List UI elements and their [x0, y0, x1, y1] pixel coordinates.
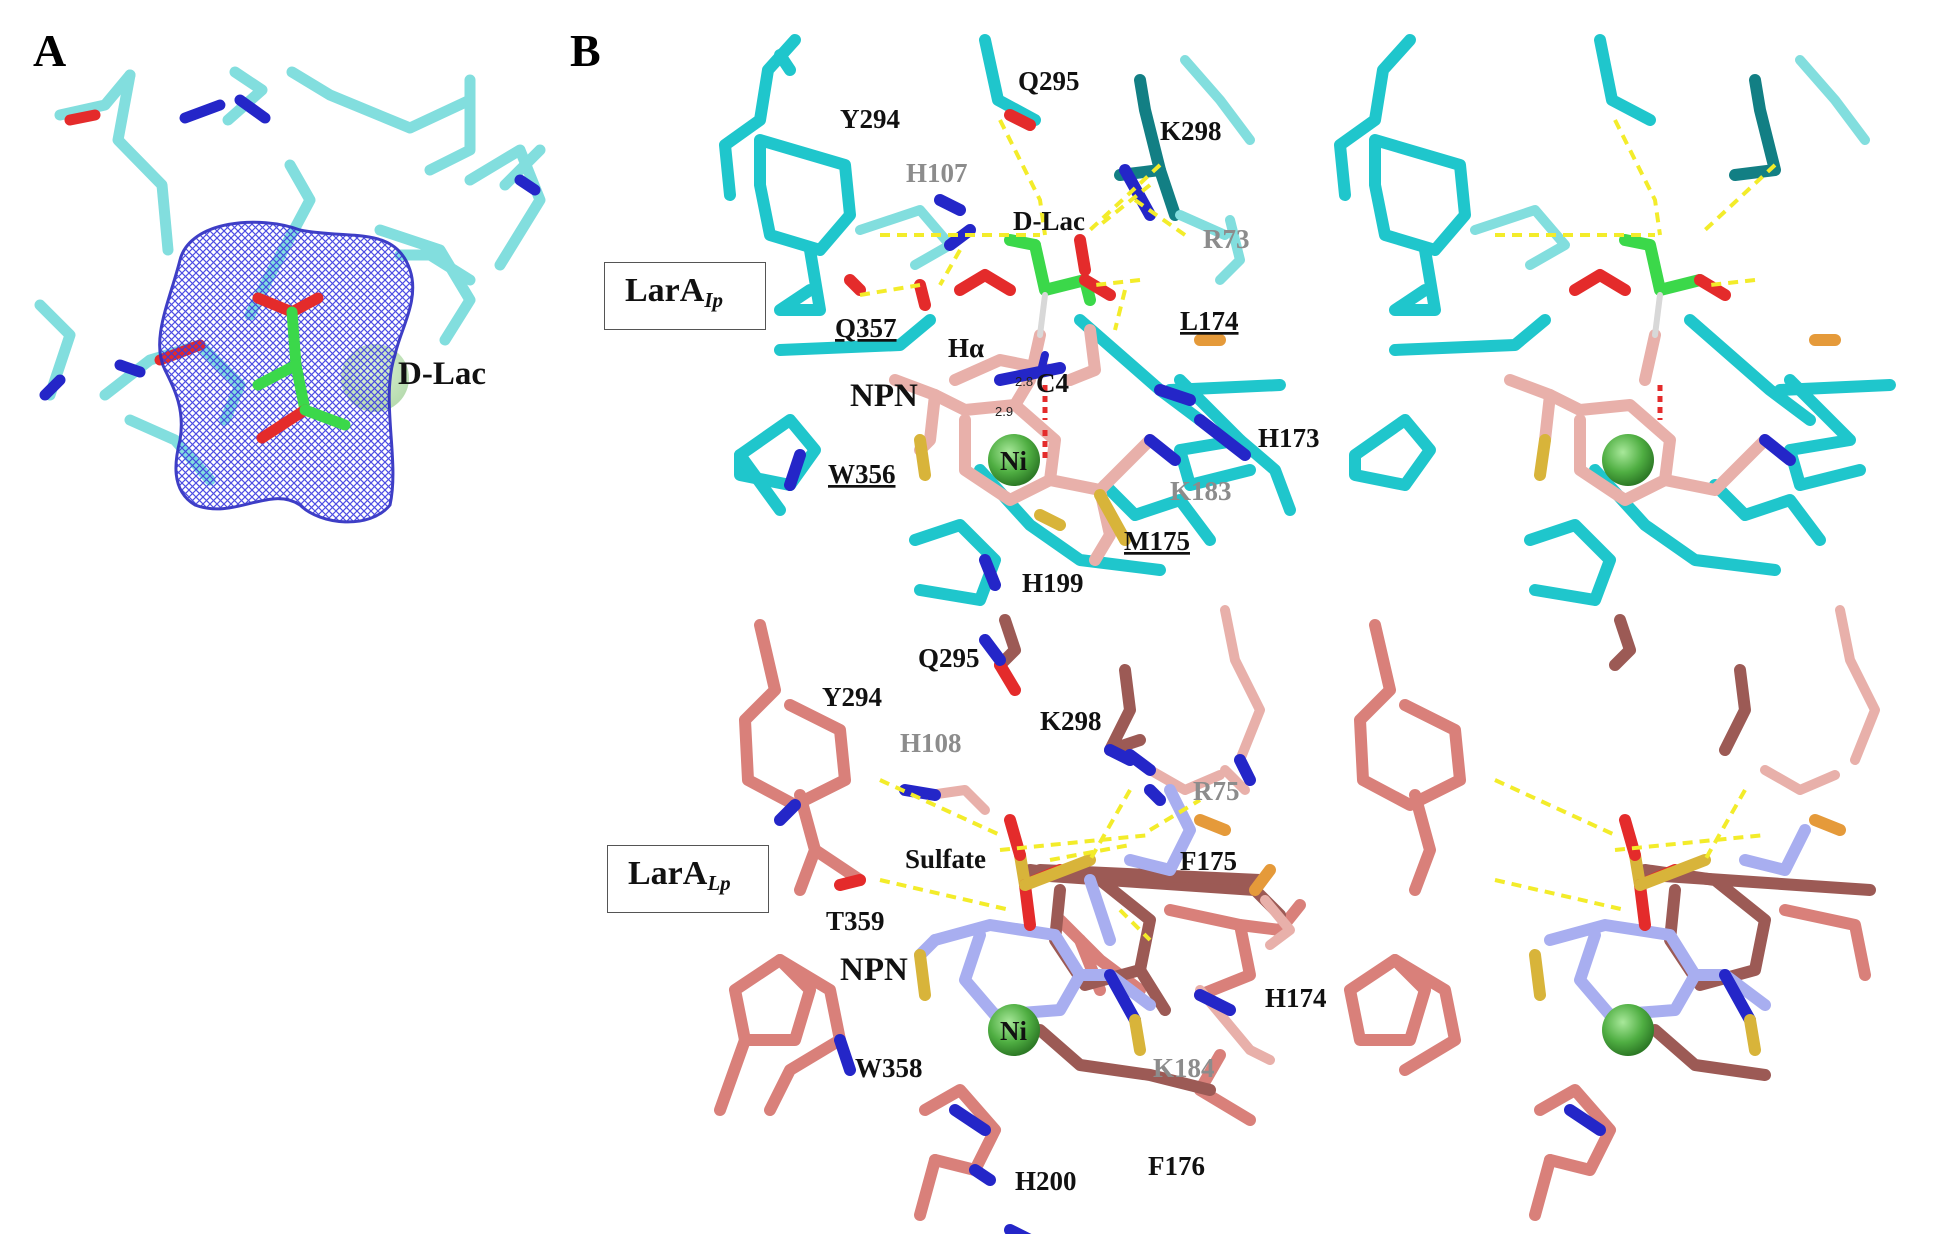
label-w356: W356: [828, 459, 896, 489]
label-r73: R73: [1203, 224, 1250, 254]
label-k184: K184: [1153, 1053, 1215, 1083]
panel-b-bottom-left: [714, 605, 1306, 1234]
lara-ip-base: LarA: [625, 272, 705, 309]
label-h200: H200: [1015, 1166, 1077, 1196]
panel-a-ligand-label: D-Lac: [398, 356, 486, 392]
label-h108: H108: [900, 728, 962, 758]
lara-lp-base: LarA: [628, 855, 708, 892]
label-r75: R75: [1193, 776, 1240, 806]
distance-2: 2.9: [995, 404, 1013, 419]
label-sulfate: Sulfate: [905, 844, 986, 874]
label-h173: H173: [1258, 423, 1320, 453]
lara-ip-sub: Ip: [704, 288, 724, 312]
label-k298: K298: [1160, 116, 1222, 146]
label-dlac: D-Lac: [1013, 206, 1085, 236]
label-npn-bottom: NPN: [840, 952, 908, 988]
label-halpha: Hα: [948, 333, 984, 363]
label-f176: F176: [1148, 1151, 1205, 1181]
panel-b-top-right: [1334, 34, 1896, 606]
panel-a-label: A: [33, 25, 66, 76]
label-t359: T359: [826, 906, 885, 936]
label-q295: Q295: [1018, 66, 1080, 96]
panel-b-top-left: [719, 34, 1296, 606]
label-npn-top: NPN: [850, 378, 918, 414]
label-f175: F175: [1180, 846, 1237, 876]
label-ni-bottom: Ni: [1000, 1016, 1027, 1046]
label-h174: H174: [1265, 983, 1327, 1013]
bottom-residue-labels: Q295 Y294 K298 H108 R75 Sulfate F175 T35…: [822, 643, 1327, 1196]
label-l174: L174: [1180, 306, 1239, 336]
label-h199: H199: [1022, 568, 1084, 598]
label-y294: Y294: [840, 104, 900, 134]
label-q357: Q357: [835, 313, 897, 343]
label-k298-bottom: K298: [1040, 706, 1102, 736]
lara-lp-box: LarALp: [607, 845, 769, 913]
panel-b-bottom-right: [1344, 605, 1880, 1221]
distance-1: 2.8: [1015, 374, 1033, 389]
label-h107: H107: [906, 158, 968, 188]
label-y294-bottom: Y294: [822, 682, 882, 712]
label-q295-bottom: Q295: [918, 643, 980, 673]
label-w358: W358: [855, 1053, 923, 1083]
label-m175: M175: [1124, 526, 1190, 556]
label-k183: K183: [1170, 476, 1232, 506]
label-ni-top: Ni: [1000, 446, 1027, 476]
panel-b-label: B: [570, 25, 601, 76]
top-residue-labels: Q295 Y294 K298 H107 D-Lac R73 Q357 L174 …: [828, 66, 1320, 598]
label-c4: C4: [1036, 368, 1069, 398]
lara-ip-box: LarAIp: [604, 262, 766, 330]
lara-lp-sub: Lp: [707, 871, 731, 895]
panel-a: D-Lac: [34, 66, 546, 524]
